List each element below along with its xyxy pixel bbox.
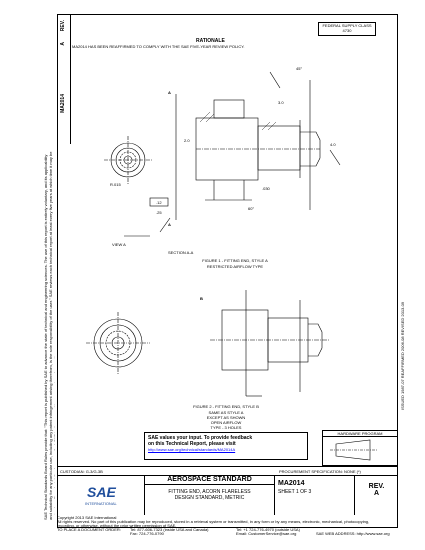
figure-1-caption: FIGURE 1 - FITTING END, STYLE A xyxy=(202,258,268,263)
dim-label: .25 xyxy=(156,210,162,215)
footer-rights-2: recording, or otherwise, without the pri… xyxy=(57,523,177,528)
figure-1-subcaption: RESTRICTED AIRFLOW TYPE xyxy=(206,264,264,269)
dim-label: 4.0 xyxy=(330,142,336,147)
page-frame xyxy=(57,14,398,528)
footer-order-label: TO PLACE A DOCUMENT ORDER: xyxy=(57,527,121,532)
title-line-2: DESIGN STANDARD, METRIC xyxy=(174,495,245,501)
standard-type: AEROSPACE STANDARD xyxy=(145,475,274,485)
dim-label: 3.0 xyxy=(278,100,284,105)
section-marker: A xyxy=(168,90,171,95)
feedback-link[interactable]: http://www.sae.org/technical/standards/M… xyxy=(148,447,236,452)
feedback-box: SAE values your input. To provide feedba… xyxy=(144,432,308,460)
dim-label: 2.0 xyxy=(184,138,190,143)
fsc-label: FEDERAL SUPPLY CLASS xyxy=(322,23,372,28)
feedback-line-1: SAE values your input. To provide feedba… xyxy=(148,435,253,441)
rationale-text: MA2014 HAS BEEN REAFFIRMED TO COMPLY WIT… xyxy=(72,44,245,49)
footer-phone-1: Tel: 877-606-7323 (inside USA and Canada… xyxy=(130,527,209,532)
dim-label: 45° xyxy=(296,66,303,71)
footer-web[interactable]: SAE WEB ADDRESS: http://www.sae.org xyxy=(316,531,390,536)
figure-2-sub-3: OPEN AIRFLOW xyxy=(210,420,242,425)
footer-fax: Fax: 724-776-0790 xyxy=(130,531,164,536)
custodian: CUSTODIAN: G-3/G-3B xyxy=(60,469,103,474)
title-line-1: FITTING END, ACORN FLARELESS xyxy=(168,489,251,495)
view-a-label: VIEW A xyxy=(112,242,126,247)
reference-box-label: HARDWARE PROGRAM xyxy=(323,431,397,437)
footer-copyright: Copyright 2013 SAE International xyxy=(57,515,117,520)
procurement-spec: PROCUREMENT SPECIFICATION: NONE (*) xyxy=(279,469,361,474)
figure-2-sub-1: SAME AS STYLE A xyxy=(208,410,244,415)
sheet-number: SHEET 1 OF 3 xyxy=(278,489,312,495)
dim-label: R.015 xyxy=(110,182,121,187)
figure-2-caption: FIGURE 2 - FITTING END, STYLE B xyxy=(193,404,259,409)
logo-cell: SAE INTERNATIONAL xyxy=(57,475,145,515)
dim-label: .030 xyxy=(262,186,270,191)
section-a-label: SECTION A-A xyxy=(168,250,194,255)
title-block: CUSTODIAN: G-3/G-3B PROCUREMENT SPECIFIC… xyxy=(57,466,398,515)
dim-label: 60° xyxy=(248,206,255,211)
rev-column: REV. A MA2014 xyxy=(57,14,71,144)
figure-2-sub-4: TYPE - 3 HOLES xyxy=(210,425,242,430)
dim-label: .12 xyxy=(156,200,162,205)
footer-email[interactable]: Email: CustomerService@sae.org xyxy=(236,531,297,536)
footer-rights: All rights reserved. No part of this pub… xyxy=(57,519,370,524)
section-marker: B xyxy=(200,296,203,301)
rev-value: A xyxy=(373,490,380,497)
footer-phone-2: Tel: +1 724-776-4970 (outside USA) xyxy=(236,527,300,532)
federal-supply-class-box: FEDERAL SUPPLY CLASS 4730 xyxy=(318,22,376,36)
fsc-value: 4730 xyxy=(342,28,352,33)
doc-number: MA2014 xyxy=(278,480,305,487)
title-divider xyxy=(57,475,398,476)
doc-number-cell: MA2014 SHEET 1 OF 3 xyxy=(275,475,355,515)
section-marker: A xyxy=(168,222,171,227)
reference-box: HARDWARE PROGRAM xyxy=(322,430,398,466)
figure-2-sub-2: EXCEPT AS SHOWN xyxy=(206,415,246,420)
rationale-title: RATIONALE xyxy=(196,38,225,44)
rev-label: REV. xyxy=(368,483,385,490)
sae-logo-sub: INTERNATIONAL xyxy=(85,501,117,506)
feedback-line-2: on this Technical Report, please visit xyxy=(148,441,236,447)
rev-cell: REV. A xyxy=(355,475,398,515)
title-cell: AEROSPACE STANDARD FITTING END, ACORN FL… xyxy=(145,475,275,515)
sae-logo: SAE xyxy=(87,484,116,500)
